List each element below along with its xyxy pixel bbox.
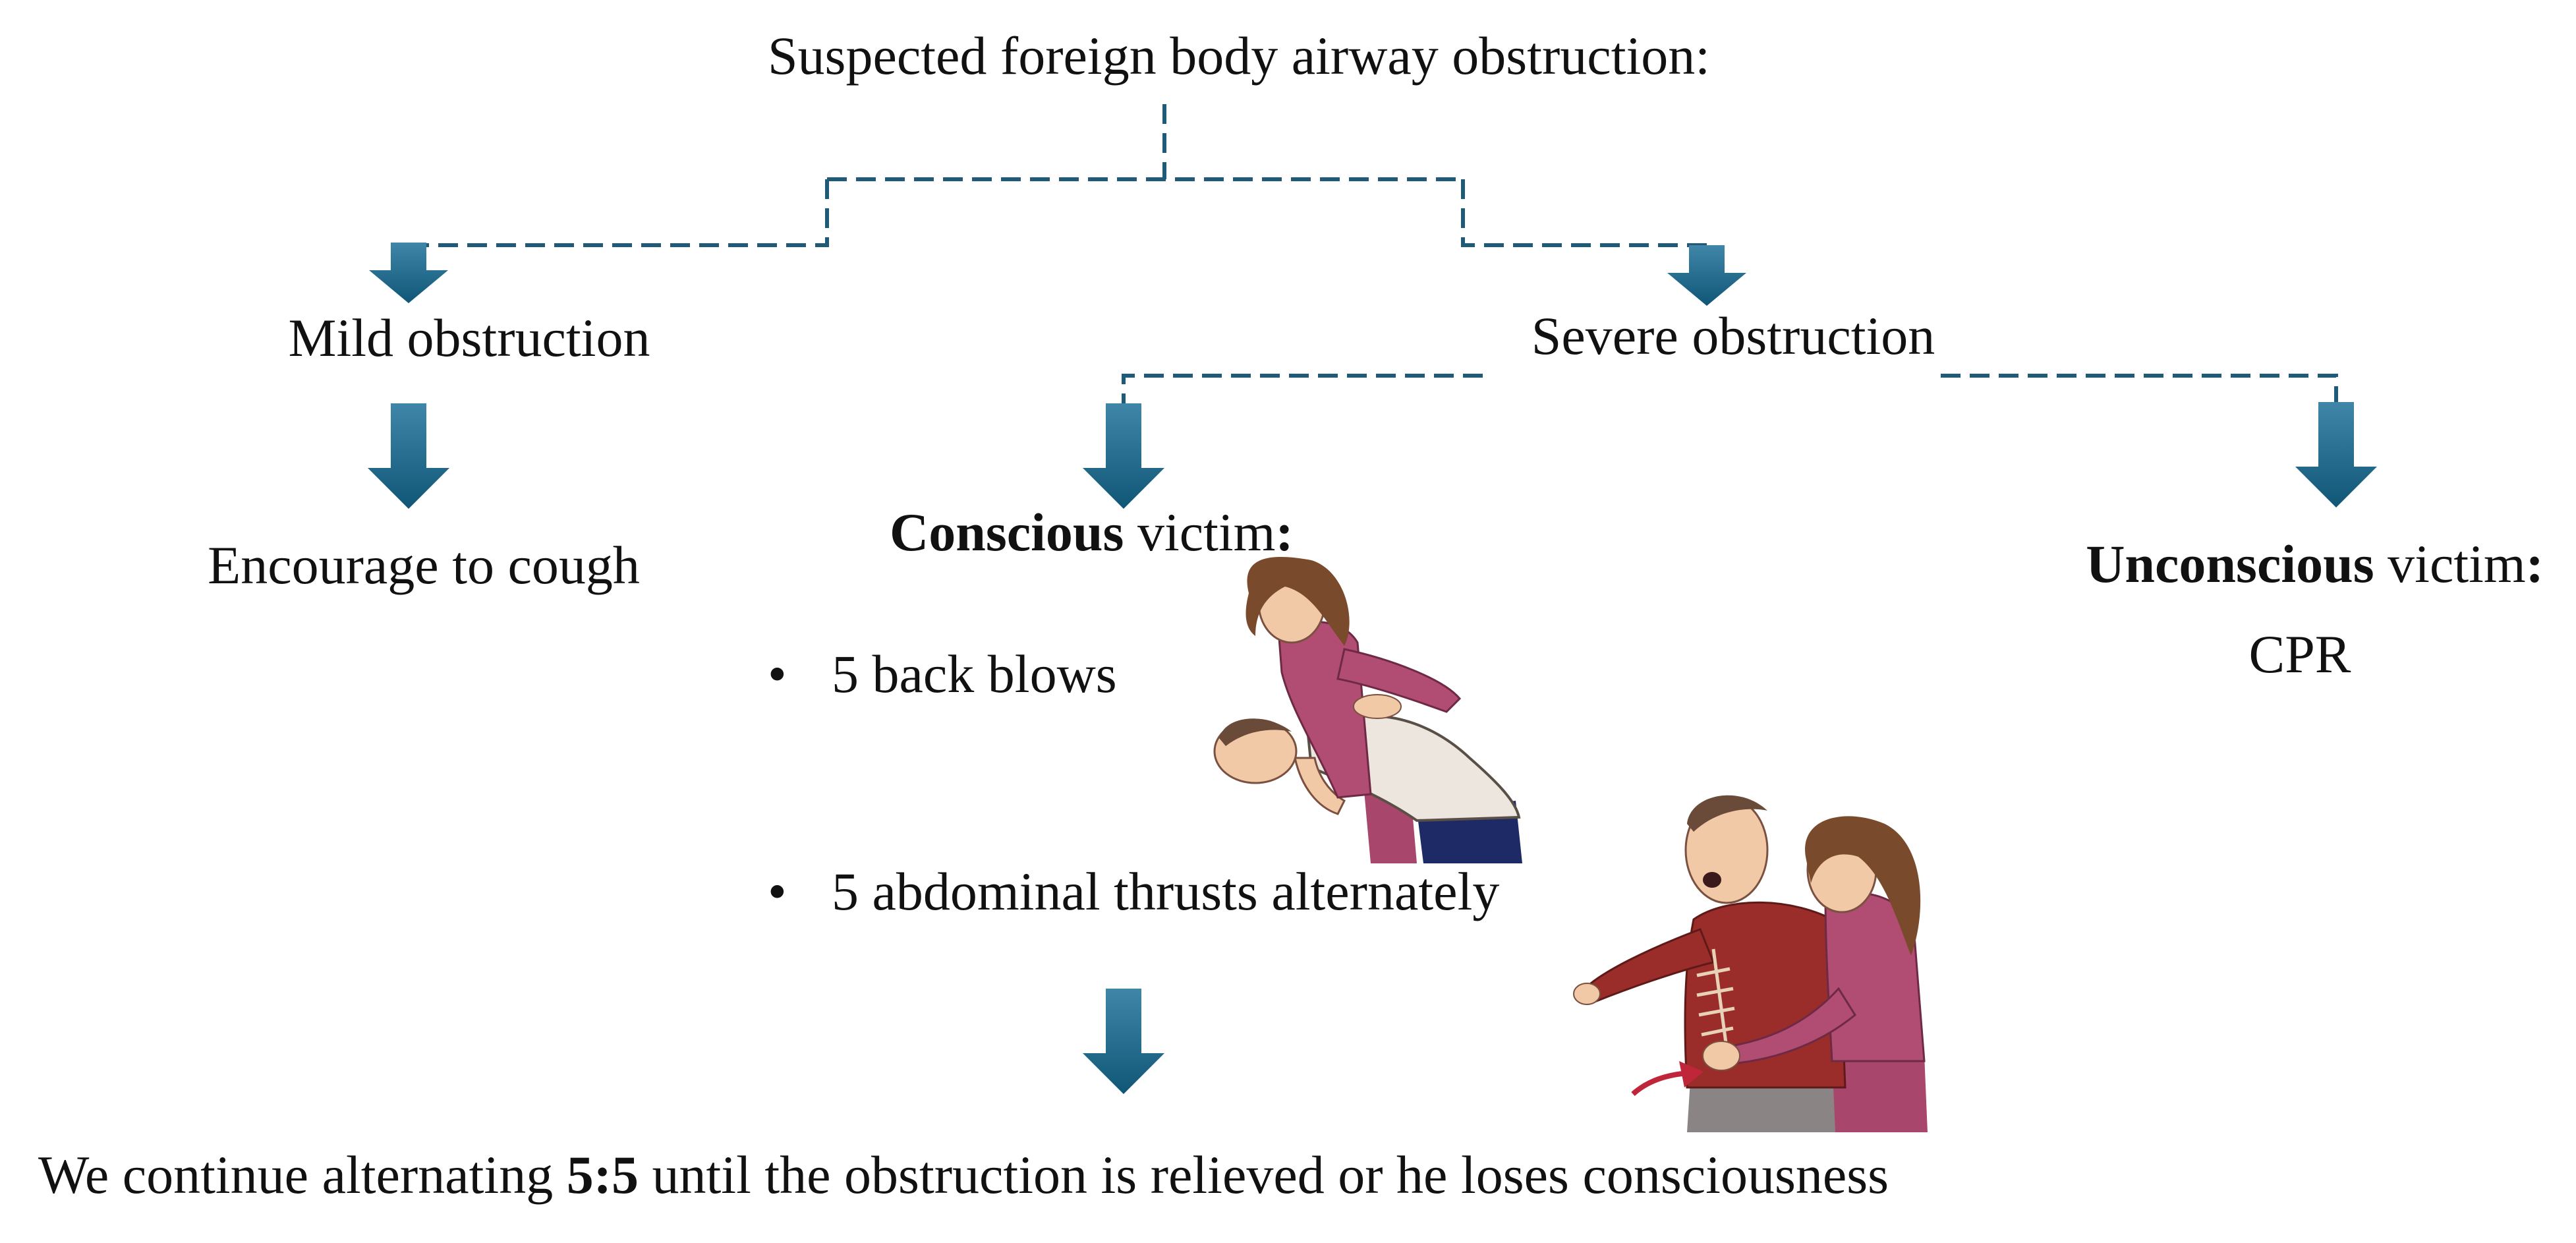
- arrow-down-mild-icon: [369, 243, 448, 303]
- step-back-blows: 5 back blows: [832, 644, 1117, 704]
- encourage-cough-label: Encourage to cough: [208, 535, 640, 595]
- back-blows-illustration: [1213, 557, 1522, 863]
- conclusion-ratio: 5:5: [567, 1145, 639, 1205]
- connector-title-split: [827, 104, 1463, 181]
- bullet-marker-1: •: [768, 644, 787, 704]
- connector-severe-to-conscious: [1122, 374, 1483, 403]
- abdominal-thrusts-illustration: [1573, 795, 1928, 1132]
- arrow-down-conclusion-icon: [1083, 989, 1164, 1094]
- thrust-victim-mouth: [1703, 872, 1721, 888]
- thrust-rescuer-legs: [1832, 1055, 1928, 1132]
- victim-arm: [1294, 757, 1346, 815]
- arrow-down-conscious-icon: [1083, 403, 1164, 509]
- connector-to-severe: [1461, 179, 1707, 247]
- arrow-down-cough-icon: [368, 403, 449, 509]
- mild-obstruction-label: Mild obstruction: [289, 308, 650, 368]
- arrow-down-severe-icon: [1667, 245, 1746, 306]
- step-abdominal-thrusts: 5 abdominal thrusts alternately: [832, 861, 1499, 921]
- conclusion-after: until the obstruction is relieved or he …: [639, 1145, 1889, 1205]
- thrust-victim-hand: [1573, 983, 1601, 1005]
- flow-arrows: [368, 243, 2377, 1094]
- unconscious-bold: Unconscious: [2086, 534, 2374, 594]
- thrust-rescuer-hair: [1805, 816, 1921, 956]
- conscious-bold: Conscious: [890, 502, 1124, 562]
- conscious-victim-heading: Conscious victim:: [890, 502, 1294, 562]
- conclusion-text: We continue alternating 5:5 until the ob…: [38, 1145, 1889, 1205]
- thrust-direction-arrowhead-icon: [1679, 1061, 1703, 1087]
- connector-to-mild: [409, 179, 829, 247]
- thrust-direction-arrow-icon: [1631, 1070, 1691, 1097]
- rescuer-arm: [1336, 648, 1462, 713]
- ribs-detail: [1696, 948, 1735, 1049]
- conscious-colon: :: [1275, 502, 1293, 562]
- connector-severe-to-unconscious: [1941, 374, 2338, 402]
- unconscious-victim-word: victim: [2374, 534, 2526, 594]
- rescuer-hand: [1353, 694, 1402, 719]
- bullet-marker-2: •: [768, 861, 787, 921]
- severe-obstruction-label: Severe obstruction: [1531, 306, 1935, 366]
- thrust-victim-trousers: [1687, 1081, 1842, 1132]
- unconscious-colon: :: [2526, 534, 2544, 594]
- conclusion-before: We continue alternating: [38, 1145, 567, 1205]
- thrust-rescuer-hands: [1702, 1041, 1740, 1071]
- thrust-victim-hair: [1687, 795, 1767, 832]
- cpr-label: CPR: [2249, 624, 2351, 684]
- conscious-victim-word: victim: [1124, 502, 1275, 562]
- diagram-title: Suspected foreign body airway obstructio…: [768, 26, 1710, 86]
- victim-hair: [1219, 718, 1292, 746]
- unconscious-victim-heading: Unconscious victim:: [2086, 534, 2544, 594]
- rescuer-hair: [1245, 557, 1350, 646]
- connector-lines: [409, 104, 2338, 403]
- arrow-down-unconscious-icon: [2295, 402, 2377, 507]
